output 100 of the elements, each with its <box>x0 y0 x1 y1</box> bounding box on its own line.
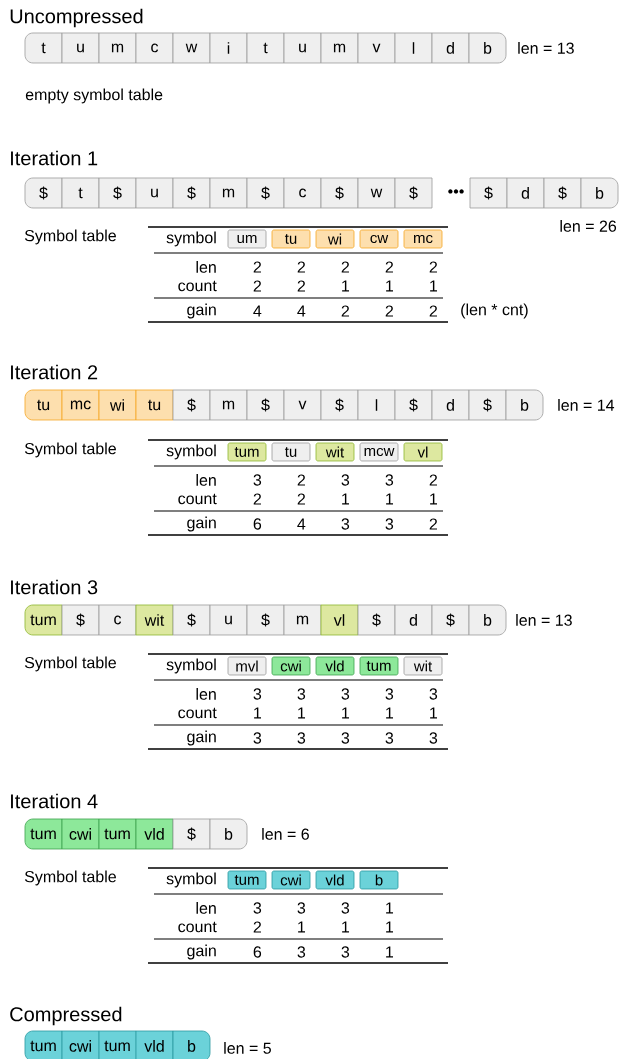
value-text: 3 <box>253 902 262 914</box>
value-text: 1 <box>298 707 305 719</box>
character-cell: vl <box>320 604 359 636</box>
section-heading: Uncompressed <box>10 8 143 28</box>
character-cell: v <box>357 32 396 64</box>
value-text: 3 <box>297 946 306 958</box>
value-text: 3 <box>253 474 262 486</box>
character-cell: b <box>468 604 507 636</box>
character-cell: tum <box>98 818 137 850</box>
value-text: 3 <box>253 732 262 744</box>
character-cell: c <box>135 32 174 64</box>
value-text: 1 <box>430 707 437 719</box>
character-cell: b <box>172 1030 211 1059</box>
value-text: 2 <box>385 261 393 273</box>
character-cell: m <box>320 32 359 64</box>
value-text: 6 <box>253 946 262 958</box>
character-cell: t <box>24 32 63 64</box>
value-text: 1 <box>386 280 393 292</box>
symbol-chip: mc <box>403 229 443 249</box>
character-cell: $ <box>320 389 359 421</box>
character-cell: w <box>172 32 211 64</box>
character-cell: vld <box>135 1030 174 1059</box>
formula-note: (len * cnt) <box>461 303 528 319</box>
character-cell: c <box>283 177 322 209</box>
value-text: 1 <box>386 493 393 505</box>
character-cell: d <box>506 177 545 209</box>
table-caption: Symbol table <box>24 656 116 672</box>
value-text: 2 <box>429 518 437 530</box>
length-label: len = 26 <box>560 220 617 232</box>
value-text: 3 <box>297 902 306 914</box>
value-text: 3 <box>341 732 350 744</box>
row-label: count <box>178 280 217 292</box>
row-label: gain <box>187 944 216 960</box>
value-text: 4 <box>297 305 306 317</box>
character-cell: mc <box>61 389 100 421</box>
row-label: count <box>178 921 217 933</box>
value-text: 4 <box>253 305 262 317</box>
value-text: 3 <box>341 902 350 914</box>
value-text: 3 <box>341 474 350 486</box>
character-cell: tum <box>24 818 63 850</box>
value-text: 1 <box>342 493 349 505</box>
symbol-chip: vld <box>315 870 355 890</box>
value-text: 1 <box>386 921 393 933</box>
column-header: symbol <box>166 872 216 888</box>
value-text: 1 <box>386 707 393 719</box>
value-text: 3 <box>429 688 438 700</box>
symbol-chip: um <box>227 229 267 249</box>
value-text: 3 <box>297 688 306 700</box>
table-caption: Symbol table <box>24 442 116 458</box>
symbol-chip: tum <box>227 870 267 890</box>
character-cell: $ <box>172 389 211 421</box>
row-label: len <box>196 474 216 486</box>
character-cell: cwi <box>61 1030 100 1059</box>
symbol-chip: cw <box>359 229 399 249</box>
node-label: vld <box>144 1040 164 1052</box>
character-cell: u <box>61 32 100 64</box>
character-cell: $ <box>172 604 211 636</box>
character-cell: $ <box>468 389 507 421</box>
value-text: 1 <box>342 921 349 933</box>
character-cell: wi <box>98 389 137 421</box>
column-header: symbol <box>166 658 216 674</box>
value-text: 2 <box>385 305 393 317</box>
character-cell: $ <box>246 177 285 209</box>
character-cell: d <box>431 32 470 64</box>
character-cell: m <box>98 32 137 64</box>
value-text: 3 <box>385 688 394 700</box>
row-label: gain <box>187 303 216 319</box>
character-cell: u <box>209 604 248 636</box>
symbol-chip: wit <box>403 656 443 676</box>
character-cell: tum <box>98 1030 137 1059</box>
value-text: 1 <box>342 280 349 292</box>
row-label: len <box>196 902 216 914</box>
character-cell: c <box>98 604 137 636</box>
character-cell: d <box>394 604 433 636</box>
character-cell: wit <box>135 604 174 636</box>
character-cell: b <box>209 818 248 850</box>
character-cell: $ <box>172 818 211 850</box>
value-text: 1 <box>298 921 305 933</box>
symbol-chip: cwi <box>271 870 311 890</box>
symbol-chip: tum <box>227 442 267 462</box>
symbol-chip: mcw <box>359 442 399 462</box>
character-cell: tu <box>135 389 174 421</box>
value-text: 4 <box>297 518 306 530</box>
value-text: 2 <box>297 474 305 486</box>
symbol-chip: wi <box>315 229 355 249</box>
symbol-chip: b <box>359 870 399 890</box>
character-cell: $ <box>431 604 470 636</box>
value-text: 3 <box>385 732 394 744</box>
value-text: 1 <box>254 707 261 719</box>
character-cell: vld <box>135 818 174 850</box>
row-label: gain <box>187 516 216 532</box>
symbol-chip: tu <box>271 442 311 462</box>
character-cell: $ <box>246 604 285 636</box>
symbol-chip: tu <box>271 229 311 249</box>
character-cell: $ <box>24 177 63 209</box>
value-text: 2 <box>429 474 437 486</box>
section-heading: Iteration 4 <box>11 793 98 809</box>
value-text: 2 <box>253 493 261 505</box>
row-label: len <box>196 261 216 273</box>
section-heading: Iteration 3 <box>11 579 98 595</box>
